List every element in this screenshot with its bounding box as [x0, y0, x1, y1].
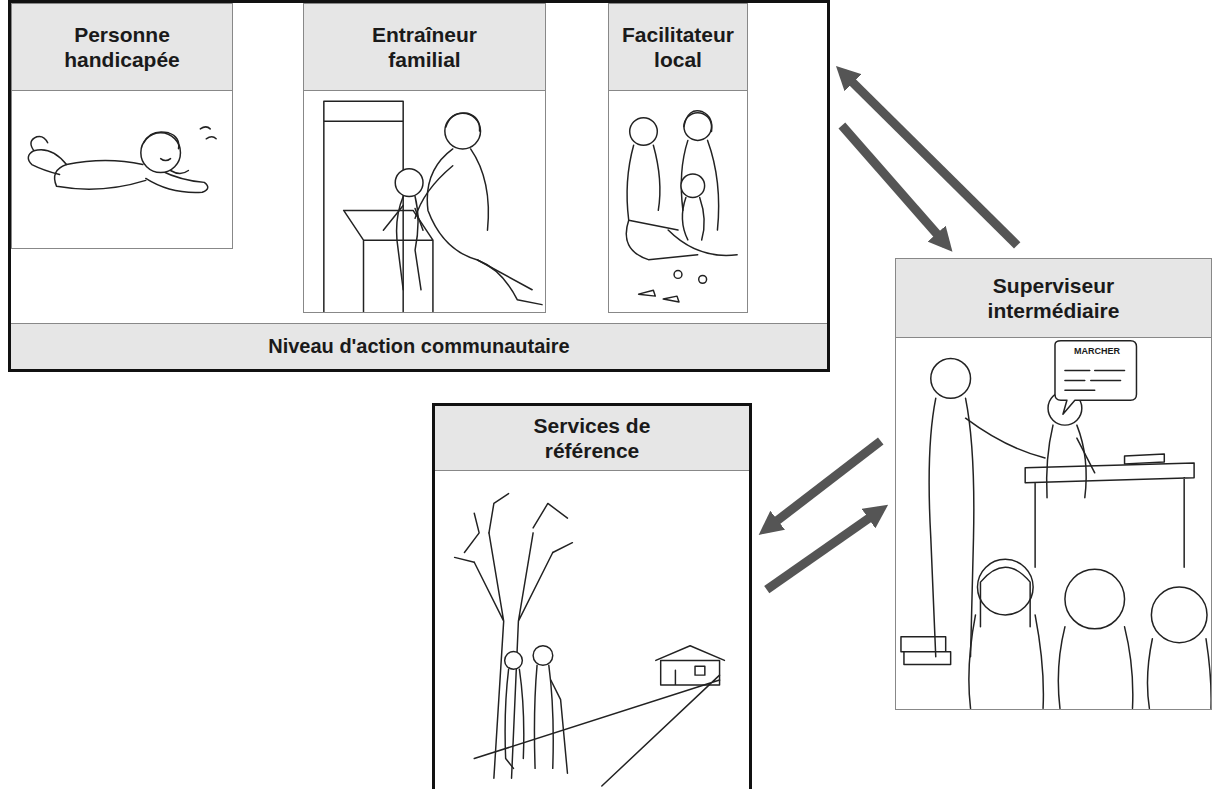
- flow-arrow: [766, 441, 880, 529]
- drawing-stroke: [630, 118, 658, 146]
- drawing-stroke: [966, 418, 1045, 458]
- drawing-stroke: [684, 111, 712, 132]
- drawing-stroke: [699, 275, 707, 283]
- drawing-stroke: [627, 145, 678, 230]
- speech-text: MARCHER: [1065, 347, 1129, 357]
- drawing-stroke: [551, 680, 568, 773]
- drawing-stroke: [415, 166, 453, 219]
- drawing-stroke: [1055, 341, 1136, 415]
- level-band: Niveau d'action communautaire: [11, 323, 827, 369]
- drawing-stroke: [474, 675, 719, 786]
- role-title: Personne handicapée: [47, 22, 197, 72]
- drawing-stroke: [445, 113, 481, 149]
- drawing-stroke: [344, 210, 433, 311]
- drawing-stroke: [161, 159, 171, 161]
- drawing-stroke: [1058, 627, 1133, 708]
- band-label: Niveau d'action communautaire: [268, 335, 570, 358]
- drawing-stroke: [1047, 425, 1087, 498]
- drawing-stroke: [474, 533, 553, 778]
- drawing-stroke: [1147, 639, 1211, 709]
- drawing-stroke: [505, 669, 524, 768]
- drawing-stroke: [55, 161, 146, 190]
- role-title: Superviseur intermédiaire: [954, 273, 1154, 323]
- drawing-stroke: [397, 197, 421, 290]
- drawing-stroke: [31, 136, 48, 150]
- drawing-stroke: [901, 637, 951, 665]
- drawing-stroke: [383, 205, 423, 230]
- drawing-stroke: [1065, 370, 1125, 390]
- role-header: Personne handicapée: [11, 3, 233, 91]
- drawing-stroke: [28, 150, 66, 175]
- role-header: Services de référence: [435, 406, 749, 471]
- drawing-stroke: [455, 494, 573, 563]
- facilitator-group-drawing: [609, 91, 747, 312]
- illustration-panel: [895, 338, 1212, 710]
- drawing-stroke: [1151, 587, 1207, 643]
- flow-arrow: [843, 73, 1017, 246]
- role-header: Entraîneur familial: [303, 3, 546, 91]
- drawing-stroke: [427, 149, 532, 290]
- supervisor-box: Superviseur intermédiaire MARCHER: [895, 258, 1212, 710]
- role-title: Entraîneur familial: [350, 22, 500, 72]
- drawing-stroke: [471, 149, 489, 230]
- drawing-stroke: [626, 220, 697, 259]
- role-header: Facilitateur local: [608, 3, 748, 91]
- role-title: Facilitateur local: [613, 22, 743, 72]
- drawing-stroke: [639, 290, 679, 302]
- role-title: Services de référence: [522, 413, 662, 463]
- drawing-stroke: [395, 169, 423, 197]
- illustration-panel: [608, 91, 748, 313]
- drawing-stroke: [146, 170, 208, 192]
- drawing-stroke: [1077, 438, 1095, 473]
- role-header: Superviseur intermédiaire: [895, 258, 1212, 338]
- drawing-stroke: [668, 230, 737, 255]
- facilitator-box: Facilitateur local: [608, 3, 748, 313]
- trainer-box: Entraîneur familial: [303, 3, 546, 313]
- drawing-stroke: [681, 174, 705, 198]
- drawing-stroke: [141, 133, 181, 173]
- supervisor-class-drawing: [896, 338, 1211, 709]
- illustration-panel: [435, 471, 749, 789]
- person-box: Personne handicapée: [11, 3, 233, 249]
- drawing-stroke: [969, 615, 1044, 708]
- community-level-frame: Niveau d'action communautaire Personne ha…: [8, 0, 830, 372]
- services-box: Services de référence: [432, 403, 752, 789]
- crawling-child-drawing: [12, 91, 232, 248]
- drawing-stroke: [533, 646, 553, 666]
- drawing-stroke: [505, 652, 523, 670]
- illustration-panel: [11, 91, 233, 249]
- drawing-stroke: [929, 398, 974, 656]
- drawing-stroke: [200, 127, 216, 139]
- flow-arrow: [842, 126, 946, 245]
- drawing-stroke: [674, 271, 682, 279]
- drawing-stroke: [980, 567, 1030, 627]
- drawing-stroke: [1025, 463, 1194, 567]
- referral-services-drawing: [435, 471, 749, 789]
- drawing-stroke: [1125, 454, 1165, 464]
- drawing-stroke: [478, 260, 542, 305]
- drawing-stroke: [171, 170, 189, 173]
- flow-arrow: [767, 510, 880, 589]
- trainer-child-drawing: [304, 91, 545, 312]
- drawing-stroke: [656, 646, 725, 685]
- drawing-stroke: [681, 140, 718, 230]
- illustration-panel: [303, 91, 546, 313]
- drawing-stroke: [446, 113, 480, 131]
- drawing-stroke: [682, 198, 704, 240]
- drawing-stroke: [931, 359, 971, 399]
- drawing-stroke: [1065, 569, 1125, 629]
- drawing-stroke: [144, 132, 179, 149]
